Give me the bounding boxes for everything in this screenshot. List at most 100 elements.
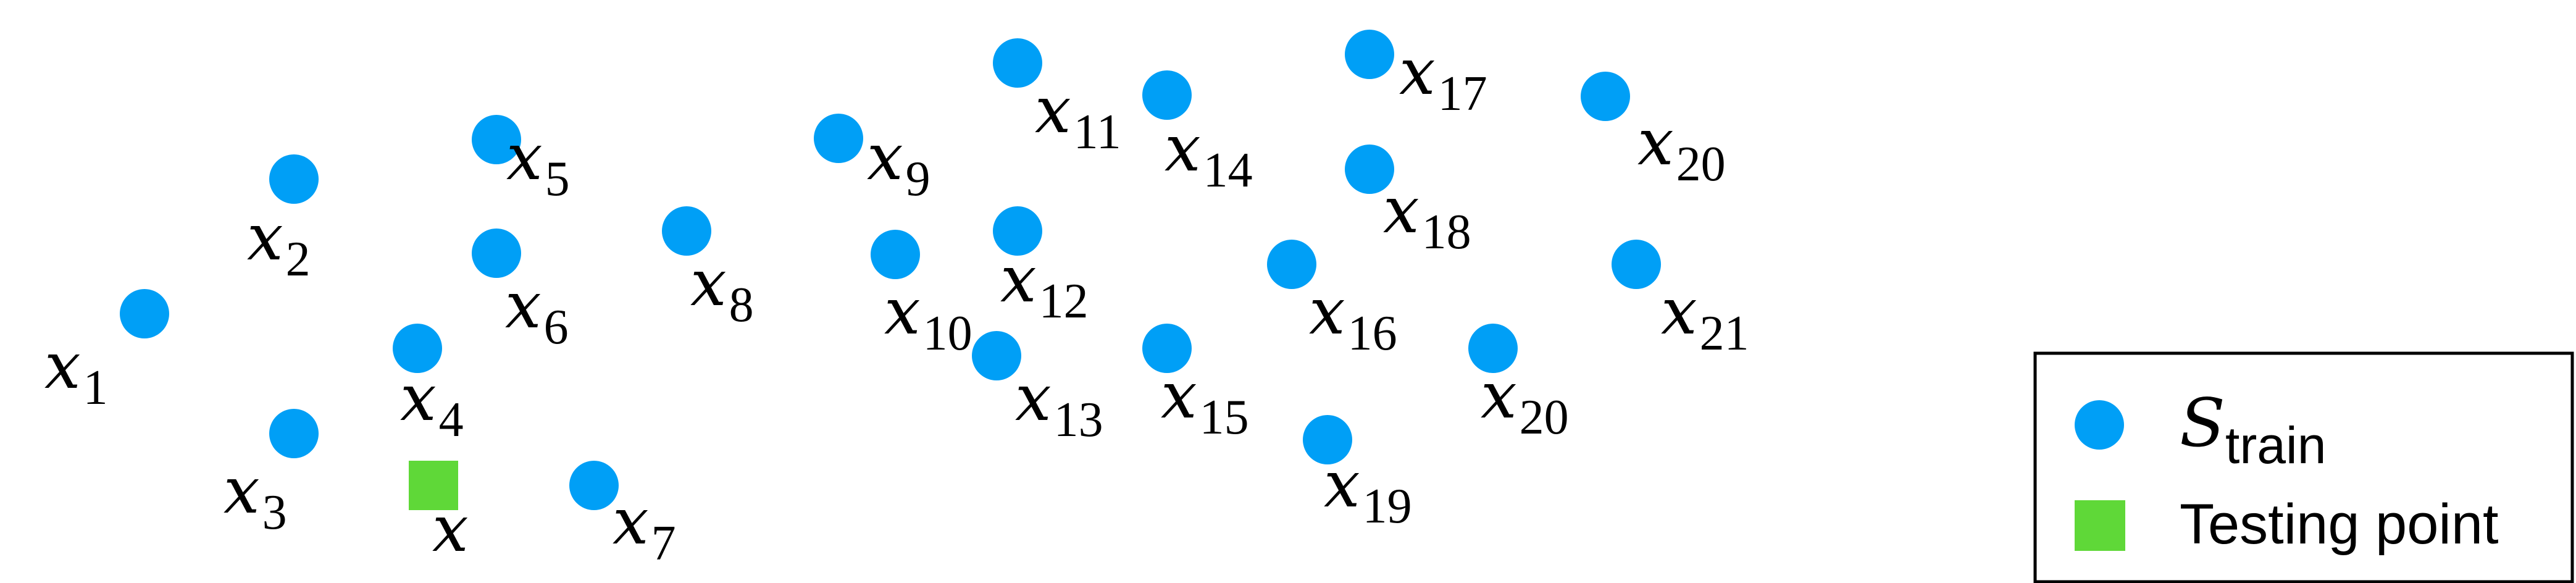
training-point-label: x13	[1015, 360, 1103, 447]
point-label-main: x	[1399, 34, 1436, 109]
point-label-subscript: 14	[1203, 143, 1253, 198]
point-label-subscript: 3	[262, 485, 287, 540]
training-point-marker	[871, 230, 920, 279]
training-point-label: x16	[1309, 274, 1397, 361]
point-label-subscript: 13	[1054, 393, 1103, 447]
point-label-subscript: 12	[1039, 274, 1089, 329]
training-point-marker	[472, 115, 521, 164]
point-label-main: x	[1015, 360, 1052, 435]
training-point-label: x19	[1324, 447, 1412, 534]
point-label-main: x	[506, 119, 543, 195]
training-point-marker	[1142, 70, 1192, 120]
training-point-marker	[972, 331, 1021, 380]
training-point: x18	[1345, 145, 1471, 259]
training-point-label: x17	[1399, 34, 1487, 121]
training-point-marker	[1345, 145, 1394, 194]
training-point: x2	[247, 154, 319, 287]
point-label-subscript: 19	[1363, 479, 1412, 534]
point-label-main: x	[1309, 274, 1345, 349]
training-point: x8	[662, 206, 754, 332]
training-point-label: x2	[247, 199, 311, 287]
point-label-subscript: 4	[439, 393, 464, 447]
training-point-label: x3	[224, 453, 287, 540]
testing-point-label: x	[432, 491, 469, 566]
point-label-main: x	[1637, 104, 1674, 180]
point-label-subscript: 18	[1422, 205, 1471, 259]
legend-train-subscript: train	[2225, 416, 2326, 474]
training-point: x17	[1345, 30, 1487, 121]
point-label-subscript: 15	[1200, 390, 1249, 445]
training-point-marker	[662, 206, 711, 256]
point-label-main: x	[690, 245, 727, 321]
point-label-main: x	[44, 328, 81, 403]
training-point: x9	[814, 114, 930, 206]
legend-test-marker	[2075, 500, 2125, 551]
training-point: x3	[224, 409, 319, 540]
point-label-subscript: 2	[286, 232, 311, 287]
training-point: x11	[993, 38, 1121, 159]
training-point: x6	[472, 229, 569, 354]
legend: Strain Testing point	[2033, 351, 2574, 583]
training-point-marker	[1267, 240, 1316, 289]
training-point: x1	[44, 289, 169, 415]
legend-train-symbol: S	[2180, 385, 2225, 462]
training-point: x12	[993, 206, 1089, 329]
training-point-label: x4	[400, 360, 464, 447]
point-label-subscript: 10	[923, 306, 972, 361]
training-point-marker	[993, 38, 1042, 88]
training-point-marker	[393, 324, 442, 373]
training-point-label: x9	[867, 119, 930, 206]
point-label-main: x	[1035, 72, 1071, 148]
training-point: x15	[1142, 324, 1249, 445]
training-point-label: x6	[505, 267, 569, 354]
training-point-label: x5	[506, 119, 570, 206]
training-point: x19	[1303, 415, 1412, 534]
point-label-main: x	[505, 267, 542, 343]
legend-train-marker	[2075, 400, 2124, 450]
point-label-main: x	[247, 199, 283, 275]
point-label-subscript: 1	[83, 361, 108, 415]
training-point-marker	[472, 229, 521, 278]
point-label-subscript: 5	[545, 152, 570, 206]
point-label-main: x	[1481, 358, 1517, 433]
training-point-label: x11	[1035, 72, 1121, 159]
training-point-label: x18	[1383, 172, 1471, 259]
training-point-label: x10	[884, 274, 972, 361]
training-point-label: x20	[1481, 358, 1569, 445]
point-label-subscript: 17	[1438, 67, 1487, 121]
training-point-marker	[569, 461, 619, 510]
training-point-label: x1	[44, 328, 108, 415]
point-label-subscript: 7	[651, 516, 676, 571]
training-point-label: x8	[690, 245, 754, 332]
point-label-subscript: 9	[906, 152, 930, 206]
training-point-marker	[1468, 324, 1518, 373]
training-point-label: x21	[1661, 274, 1749, 361]
training-point: x5	[472, 115, 570, 206]
training-point-marker	[1345, 30, 1394, 79]
point-label-main: x	[400, 360, 437, 435]
legend-test-label: Testing point	[2180, 493, 2499, 556]
point-label-main: x	[884, 274, 921, 349]
training-point-label: x15	[1161, 358, 1249, 445]
training-point-marker	[1142, 324, 1192, 373]
point-label-subscript: 20	[1520, 390, 1569, 445]
training-point-marker	[1612, 240, 1661, 289]
training-points: x1x2x3x4x5x6x7x8x9x10x11x12x13x14x15x16x…	[44, 30, 1749, 571]
training-point: x16	[1267, 240, 1397, 361]
point-label-main: x	[867, 119, 903, 195]
training-point-label: x12	[1000, 241, 1089, 329]
training-point-marker	[120, 289, 169, 338]
legend-train-label: Strain	[2180, 385, 2326, 474]
training-point-marker	[993, 206, 1042, 256]
training-point-label: x7	[613, 484, 676, 571]
training-point: x7	[569, 461, 676, 571]
point-label-main: x	[1324, 447, 1360, 522]
training-point: x10	[871, 230, 972, 361]
training-point-label: x14	[1165, 111, 1253, 198]
point-label-main: x	[1161, 358, 1197, 433]
point-label-subscript: 16	[1348, 306, 1397, 361]
training-point: x4	[393, 324, 464, 447]
testing-point-marker	[409, 461, 458, 510]
training-point: x21	[1612, 240, 1749, 361]
